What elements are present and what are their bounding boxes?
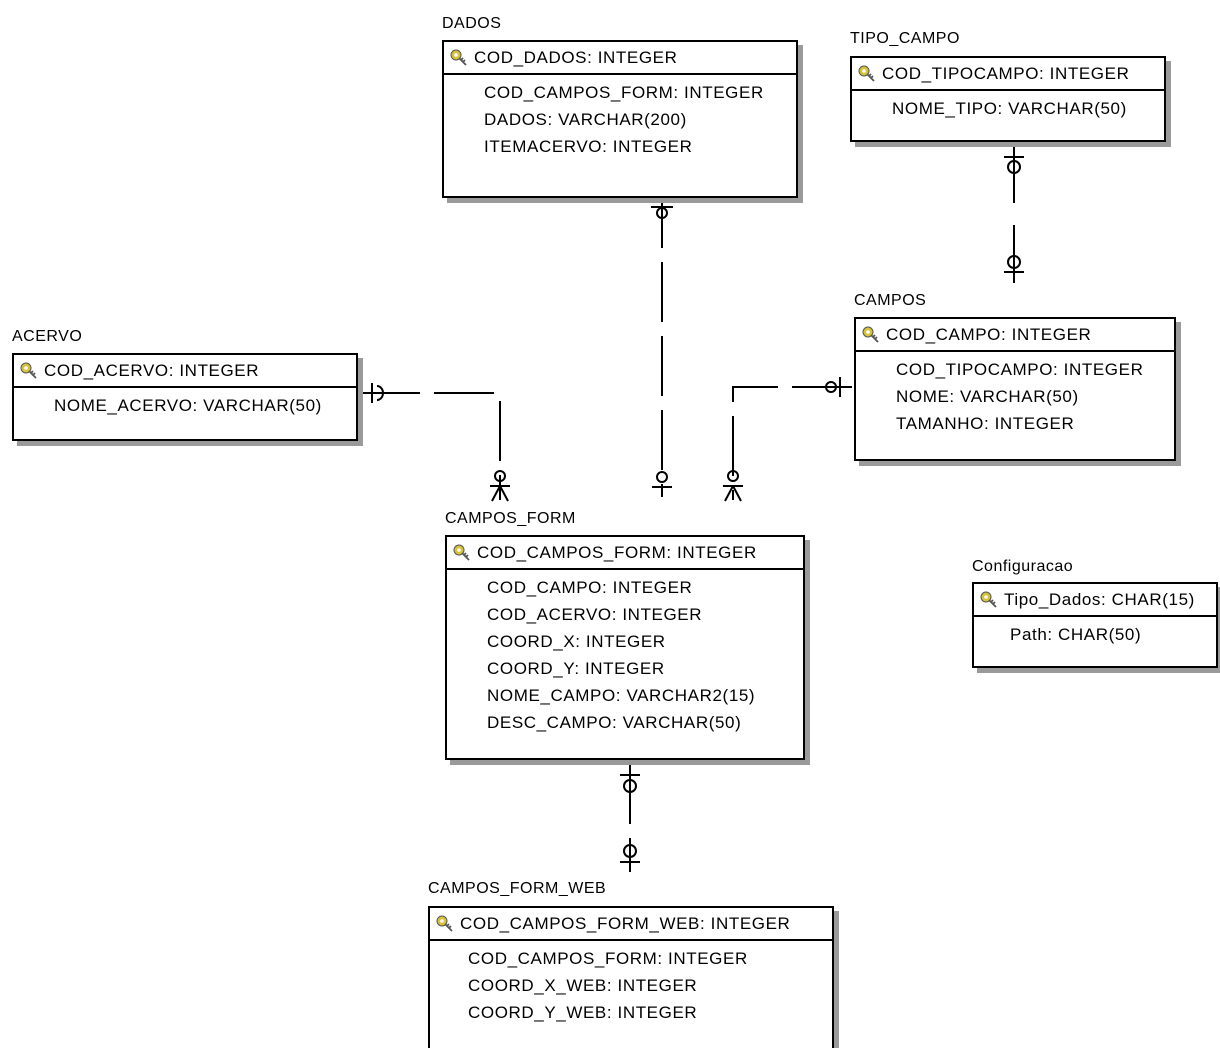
attribute: COD_ACERVO: INTEGER	[487, 605, 703, 624]
entity-name: Configuracao	[972, 558, 1074, 575]
attribute: COD_CAMPOS_FORM: INTEGER	[484, 83, 764, 102]
pk-field: COD_ACERVO: INTEGER	[44, 360, 260, 380]
attribute: COORD_Y: INTEGER	[487, 659, 665, 678]
primary-key-row: COD_CAMPO: INTEGER	[856, 319, 1174, 352]
entity-name: DADOS	[442, 15, 502, 32]
entity-name: CAMPOS_FORM_WEB	[428, 880, 607, 897]
key-icon	[20, 362, 38, 380]
attribute: COORD_X: INTEGER	[487, 632, 666, 651]
attribute: COD_CAMPO: INTEGER	[487, 578, 693, 597]
relationship-campos-campos-form	[723, 377, 852, 502]
key-icon	[980, 591, 998, 609]
entity-box[interactable]: COD_CAMPOS_FORM_WEB: INTEGER COD_CAMPOS_…	[428, 906, 834, 1048]
primary-key-row: COD_TIPOCAMPO: INTEGER	[852, 58, 1164, 91]
attribute: TAMANHO: INTEGER	[896, 414, 1075, 433]
relationship-dados-campos-form	[651, 188, 673, 497]
key-icon	[450, 49, 468, 67]
attribute: NOME_TIPO: VARCHAR(50)	[892, 99, 1127, 118]
entity-box[interactable]: COD_CAMPOS_FORM: INTEGER COD_CAMPO: INTE…	[445, 535, 805, 760]
pk-field: COD_DADOS: INTEGER	[474, 47, 678, 67]
pk-field: COD_TIPOCAMPO: INTEGER	[882, 63, 1130, 83]
pk-field: COD_CAMPOS_FORM_WEB: INTEGER	[460, 913, 791, 933]
key-icon	[858, 65, 876, 83]
relationship-acervo-campos-form	[360, 383, 510, 502]
attribute: COORD_Y_WEB: INTEGER	[468, 1003, 698, 1022]
entity-name: TIPO_CAMPO	[850, 30, 960, 47]
primary-key-row: Tipo_Dados: CHAR(15)	[974, 584, 1216, 617]
attribute: ITEMACERVO: INTEGER	[484, 137, 693, 156]
pk-field: COD_CAMPOS_FORM: INTEGER	[477, 542, 757, 562]
attribute: DADOS: VARCHAR(200)	[484, 110, 687, 129]
relationship-campos-form-campos-form-web	[620, 764, 640, 872]
primary-key-row: COD_CAMPOS_FORM_WEB: INTEGER	[430, 908, 832, 941]
key-icon	[862, 326, 880, 344]
pk-field: COD_CAMPO: INTEGER	[886, 324, 1092, 344]
attribute: COD_TIPOCAMPO: INTEGER	[896, 360, 1144, 379]
relationship-tipocampo-campos	[1004, 145, 1024, 285]
attribute: COD_CAMPOS_FORM: INTEGER	[468, 949, 748, 968]
pk-field: Tipo_Dados: CHAR(15)	[1004, 589, 1195, 609]
entity-box[interactable]: COD_CAMPO: INTEGER COD_TIPOCAMPO: INTEGE…	[854, 317, 1176, 461]
attribute: Path: CHAR(50)	[1010, 625, 1142, 644]
key-icon	[436, 915, 454, 933]
entity-name: CAMPOS_FORM	[445, 510, 576, 527]
entity-box[interactable]: COD_DADOS: INTEGER COD_CAMPOS_FORM: INTE…	[442, 40, 798, 198]
entity-box[interactable]: COD_TIPOCAMPO: INTEGER NOME_TIPO: VARCHA…	[850, 56, 1166, 142]
entity-box[interactable]: COD_ACERVO: INTEGER NOME_ACERVO: VARCHAR…	[12, 353, 358, 441]
key-icon	[453, 544, 471, 562]
entity-name: ACERVO	[12, 328, 83, 345]
attribute: DESC_CAMPO: VARCHAR(50)	[487, 713, 742, 732]
attribute: NOME_CAMPO: VARCHAR2(15)	[487, 686, 756, 705]
attribute: NOME: VARCHAR(50)	[896, 387, 1079, 406]
attribute: NOME_ACERVO: VARCHAR(50)	[54, 396, 322, 415]
entity-box[interactable]: Tipo_Dados: CHAR(15) Path: CHAR(50)	[972, 582, 1218, 668]
attribute: COORD_X_WEB: INTEGER	[468, 976, 698, 995]
primary-key-row: COD_ACERVO: INTEGER	[14, 355, 356, 388]
entity-name: CAMPOS	[854, 292, 927, 309]
primary-key-row: COD_CAMPOS_FORM: INTEGER	[447, 537, 803, 570]
primary-key-row: COD_DADOS: INTEGER	[444, 42, 796, 75]
